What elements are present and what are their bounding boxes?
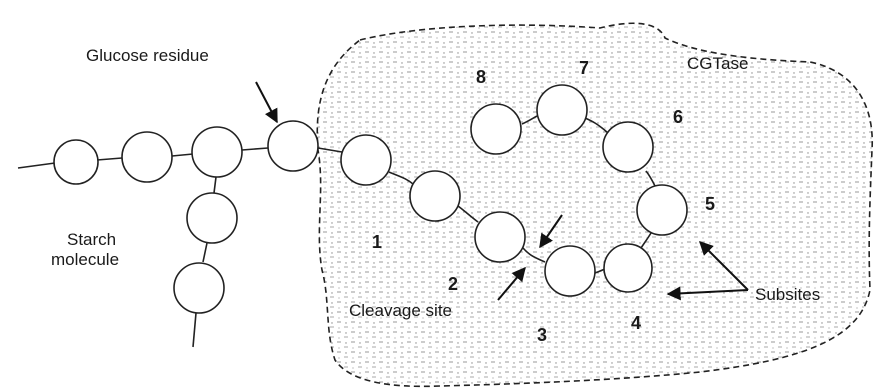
subsite-number: 3 xyxy=(537,325,547,345)
cleavage-site-label: Cleavage site xyxy=(349,301,452,320)
branch-bond xyxy=(203,243,207,262)
glucose-residue xyxy=(192,127,242,177)
glucose-residue-label: Glucose residue xyxy=(86,46,209,65)
cgtase-enzyme-outline xyxy=(317,23,872,386)
glucose-residue xyxy=(268,121,318,171)
glucose-residue xyxy=(545,246,595,296)
glucose-residue xyxy=(187,193,237,243)
glucose-residue xyxy=(54,140,98,184)
branch-bond xyxy=(214,177,216,193)
subsites-label: Subsites xyxy=(755,285,820,304)
glucose-residue xyxy=(637,185,687,235)
glucose-residue-arrow xyxy=(256,82,277,122)
subsite-number: 1 xyxy=(372,232,382,252)
subsite-number: 5 xyxy=(705,194,715,214)
enzyme-label: CGTase xyxy=(687,54,748,73)
glucose-residue xyxy=(604,244,652,292)
starch-label: Starch xyxy=(67,230,116,249)
subsite-number: 6 xyxy=(673,107,683,127)
starch-label: molecule xyxy=(51,250,119,269)
chain-end-bottom xyxy=(193,313,196,347)
glucose-residue xyxy=(471,104,521,154)
glucose-residue xyxy=(122,132,172,182)
glucose-residue xyxy=(174,263,224,313)
glucose-residue xyxy=(410,171,460,221)
bond xyxy=(97,158,122,160)
subsite-number: 2 xyxy=(448,274,458,294)
bond xyxy=(172,154,193,156)
bond xyxy=(242,148,268,150)
glucose-residue xyxy=(603,122,653,172)
subsite-number: 7 xyxy=(579,58,589,78)
subsite-number: 4 xyxy=(631,313,641,333)
glucose-residue xyxy=(341,135,391,185)
glucose-residue xyxy=(475,212,525,262)
subsite-number: 8 xyxy=(476,67,486,87)
glucose-residue xyxy=(537,85,587,135)
chain-end-left xyxy=(18,163,55,168)
